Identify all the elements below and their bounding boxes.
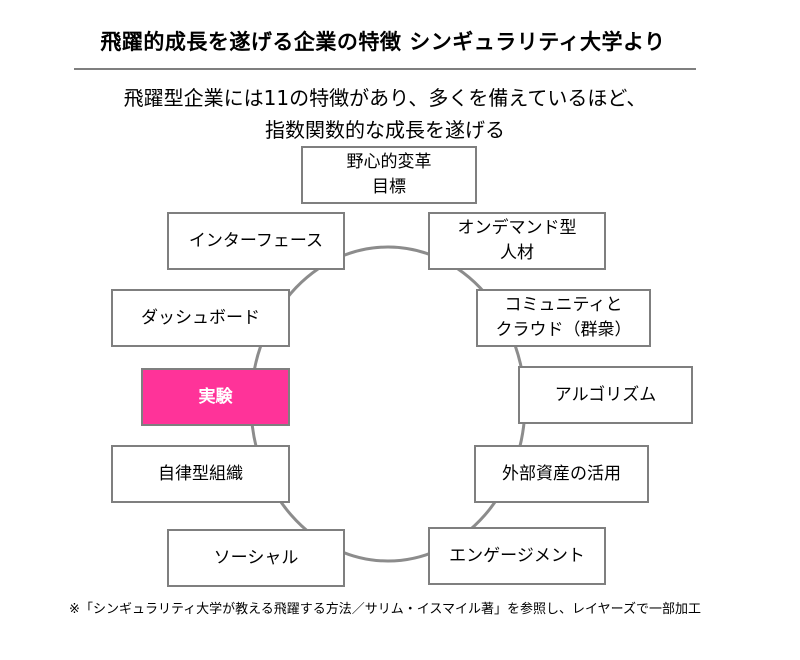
title-divider bbox=[74, 68, 696, 70]
feature-box-experimentation: 実験 bbox=[141, 368, 290, 426]
subtitle-line-1: 飛躍型企業には11の特徴があり、多くを備えているほど、 bbox=[123, 86, 647, 110]
feature-box-autonomy: 自律型組織 bbox=[111, 445, 290, 503]
feature-box-mtp: 野心的変革 目標 bbox=[301, 146, 477, 204]
feature-box-dashboards: ダッシュボード bbox=[111, 289, 290, 347]
source-footnote: ※「シンギュラリティ大学が教える飛躍する方法／サリム・イスマイル著」を参照し、レ… bbox=[69, 602, 701, 617]
feature-box-leveraged-assets: 外部資産の活用 bbox=[474, 445, 649, 503]
feature-box-community-crowd: コミュニティと クラウド（群衆） bbox=[476, 289, 651, 347]
feature-box-interfaces: インターフェース bbox=[167, 212, 345, 270]
subtitle-line-2: 指数関数的な成長を遂げる bbox=[265, 118, 505, 142]
feature-box-algorithms: アルゴリズム bbox=[518, 366, 693, 424]
feature-box-staff-on-demand: オンデマンド型 人材 bbox=[428, 212, 606, 270]
page-title: 飛躍的成長を遂げる企業の特徴 シンギュラリティ大学より bbox=[100, 30, 666, 54]
feature-box-engagement: エンゲージメント bbox=[428, 527, 606, 585]
subtitle: 飛躍型企業には11の特徴があり、多くを備えているほど、 指数関数的な成長を遂げる bbox=[0, 82, 770, 146]
feature-box-social: ソーシャル bbox=[167, 529, 345, 587]
